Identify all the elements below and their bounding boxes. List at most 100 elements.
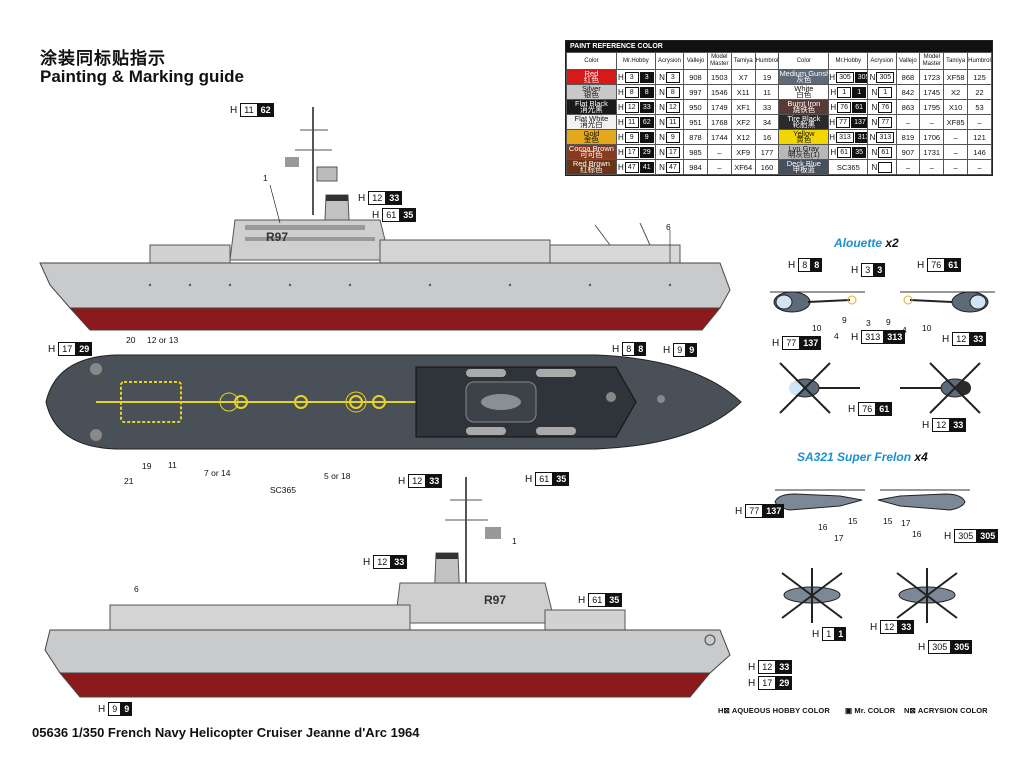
acrysion-number: 61 <box>878 146 893 158</box>
swatch-name: Tire Black <box>787 114 821 123</box>
aqueous-code: 12 <box>624 101 639 113</box>
swatch-name: Red Brown <box>572 159 610 168</box>
part-number: 12 or 13 <box>147 335 179 345</box>
table-cell: 121 <box>967 129 992 145</box>
acrysion-number: 3 <box>665 71 680 83</box>
table-cell: – <box>919 159 945 175</box>
mr-hobby-code: SC365 <box>828 159 869 175</box>
table-cell: 868 <box>895 69 921 85</box>
part-number: SC365 <box>270 485 296 495</box>
mr-color-code: 61 <box>852 101 867 113</box>
table-cell: – <box>706 159 732 175</box>
legend-aqueous: H⊠ AQUEOUS HOBBY COLOR <box>718 706 830 715</box>
table-cell: 863 <box>895 99 921 115</box>
ship-deck-plan <box>45 354 742 450</box>
part-number: 10 <box>812 323 822 333</box>
table-header: Mr.Hobby <box>615 52 656 70</box>
table-cell: 11 <box>754 84 780 100</box>
page-title: Painting & Marking guide <box>40 67 245 86</box>
aqueous-code: 3 <box>624 71 639 83</box>
part-number: 17 <box>901 518 911 528</box>
table-cell: – <box>943 159 969 175</box>
aqueous-code: 9 <box>624 131 639 143</box>
part-number: 20 <box>126 335 136 345</box>
aqueous-code: 47 <box>624 161 639 173</box>
table-header: Tamiya <box>943 52 969 70</box>
super-frelon-top-views <box>781 568 958 623</box>
table-cell: 1745 <box>919 84 945 100</box>
table-header: Acrysion <box>654 52 685 70</box>
swatch-name-cn: 红色 <box>583 75 599 84</box>
part-number: 16 <box>912 529 922 539</box>
swatch-name-cn: 黄色 <box>796 135 812 144</box>
table-cell: X11 <box>730 84 756 100</box>
table-cell: 1706 <box>919 129 945 145</box>
ship-side-profile-bottom: R97 <box>44 477 731 698</box>
mr-color-code: 33 <box>639 101 654 113</box>
part-number: 1 <box>512 536 517 546</box>
part-number: 19 <box>142 461 152 471</box>
table-cell: X10 <box>943 99 969 115</box>
mr-color-code: 313 <box>854 131 867 143</box>
table-cell: – <box>967 114 992 130</box>
table-cell: 53 <box>967 99 992 115</box>
swatch-name: Deck Blue <box>786 159 821 168</box>
alouette-side-views <box>770 291 995 313</box>
table-header: Vallejo <box>683 52 708 70</box>
aqueous-code: 313 <box>836 131 854 143</box>
swatch-name: Burnt Iron <box>787 99 821 108</box>
table-cell: 984 <box>683 159 708 175</box>
swatch-name-cn: 烧铁色 <box>792 105 816 114</box>
table-cell: 16 <box>754 129 780 145</box>
hull-number: R97 <box>484 593 506 607</box>
table-cell: 22 <box>967 84 992 100</box>
swatch-name-cn: 红棕色 <box>580 165 603 174</box>
swatch-name-cn: 银色 <box>583 90 599 99</box>
color-swatch: Medium Gunship Grey灰色 <box>778 69 830 85</box>
legend-acrysion: N⊠ ACRYSION COLOR <box>904 706 988 715</box>
mr-color-code: 41 <box>639 161 654 173</box>
table-header: Vallejo <box>895 52 921 70</box>
part-number: 7 or 14 <box>204 468 231 478</box>
swatch-name: Silver <box>582 84 601 93</box>
part-number: 4 <box>834 331 839 341</box>
super-frelon-title: SA321 Super Frelon x4 <box>797 450 928 464</box>
swatch-name: White <box>794 84 814 93</box>
alouette-title: Alouette x2 <box>834 236 899 250</box>
hull-number: R97 <box>266 230 288 244</box>
footer-title: 05636 1/350 French Navy Helicopter Cruis… <box>32 725 420 740</box>
part-number: 15 <box>848 516 858 526</box>
part-number: 6 <box>134 584 139 594</box>
table-cell: XF85 <box>943 114 969 130</box>
mr-color-code: 137 <box>851 116 867 128</box>
table-cell: – <box>967 159 992 175</box>
aqueous-code: 8 <box>624 86 639 98</box>
